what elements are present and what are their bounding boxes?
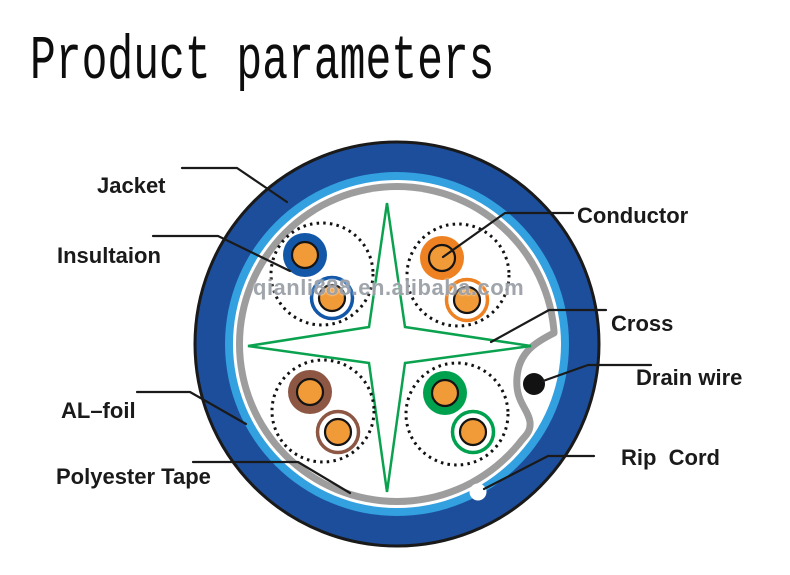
conductor-dot <box>452 285 482 315</box>
pointer-al-foil <box>135 390 248 426</box>
page-title: Product parameters <box>30 26 495 98</box>
conductor-dot <box>430 378 460 408</box>
cross-separator <box>247 202 532 493</box>
pointer-drain-wire <box>541 363 653 383</box>
pair-brown <box>270 358 376 464</box>
pair-blue <box>269 221 375 327</box>
pair-blue-boundary <box>269 221 375 327</box>
watermark-text: qianli888.en.alibaba.com <box>253 275 525 300</box>
foil-wave <box>513 329 558 445</box>
pointer-polyester-tape <box>191 460 352 495</box>
label-jacket: Jacket <box>97 173 166 198</box>
pair-orange-boundary <box>405 222 511 328</box>
conductor-dot <box>427 243 457 273</box>
label-al-foil: AL–foil <box>61 398 136 423</box>
pointer-cross <box>489 308 608 344</box>
label-conductor: Conductor <box>577 203 689 228</box>
label-drain-wire: Drain wire <box>636 365 743 390</box>
drain-wire-dot <box>523 373 545 395</box>
pair-green <box>404 361 510 467</box>
rip-cord-dot <box>469 483 487 501</box>
pointer-insulation <box>151 234 292 273</box>
conductor-dot <box>458 417 488 447</box>
pointer-jacket <box>180 166 289 204</box>
conductor-dot <box>317 283 347 313</box>
label-insulation: Insultaion <box>57 243 161 268</box>
pointer-conductor <box>441 211 575 259</box>
conductor-dot <box>323 417 353 447</box>
conductor-dot <box>290 240 320 270</box>
label-polyester-tape: Polyester Tape <box>56 464 211 489</box>
pointer-rip-cord <box>482 454 596 491</box>
pair-green-boundary <box>404 361 510 467</box>
conductor-dot <box>295 377 325 407</box>
label-cross: Cross <box>611 311 674 336</box>
label-rip-cord: Rip Cord <box>621 445 720 470</box>
pair-orange <box>405 222 511 328</box>
pair-brown-boundary <box>270 358 376 464</box>
